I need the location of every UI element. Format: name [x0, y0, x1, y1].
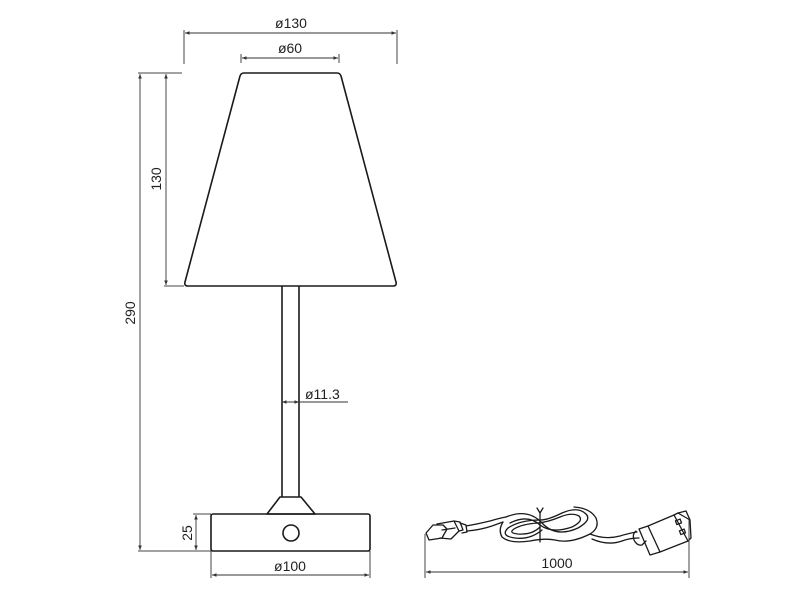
usb-a-connector-icon [632, 510, 692, 556]
dimension-stem-diameter: ø11.3 [282, 386, 348, 404]
touch-button-icon [282, 524, 300, 542]
stem-connector [266, 496, 316, 515]
dim-label-shade-top: ø60 [278, 40, 302, 56]
dim-label-stem-diameter: ø11.3 [305, 386, 340, 402]
cable-tie-icon [536, 507, 544, 543]
dim-label-base-diameter: ø100 [274, 558, 306, 574]
dim-label-total-height: 290 [122, 301, 138, 325]
lamp [184, 72, 397, 552]
dimension-base-diameter: ø100 [210, 551, 371, 578]
cable-coil [499, 506, 598, 543]
usb-c-connector-icon [425, 520, 468, 541]
dimension-shade-top-diameter: ø60 [240, 40, 340, 63]
dimension-total-height: 290 [122, 74, 142, 550]
lamp-shade [184, 72, 397, 287]
lamp-stem [281, 286, 300, 497]
dim-label-cable-length: 1000 [541, 555, 572, 571]
dim-label-shade-bottom: ø130 [275, 15, 307, 31]
dimension-shade-height: 130 [148, 74, 168, 285]
usb-cable [425, 506, 692, 556]
dim-label-shade-height: 130 [148, 167, 164, 191]
lamp-base [210, 513, 371, 552]
dimension-cable-length: 1000 [424, 520, 690, 578]
dimension-shade-bottom-diameter: ø130 [183, 15, 398, 64]
dim-label-base-height: 25 [179, 525, 195, 541]
dimension-base-height: 25 [179, 515, 198, 550]
